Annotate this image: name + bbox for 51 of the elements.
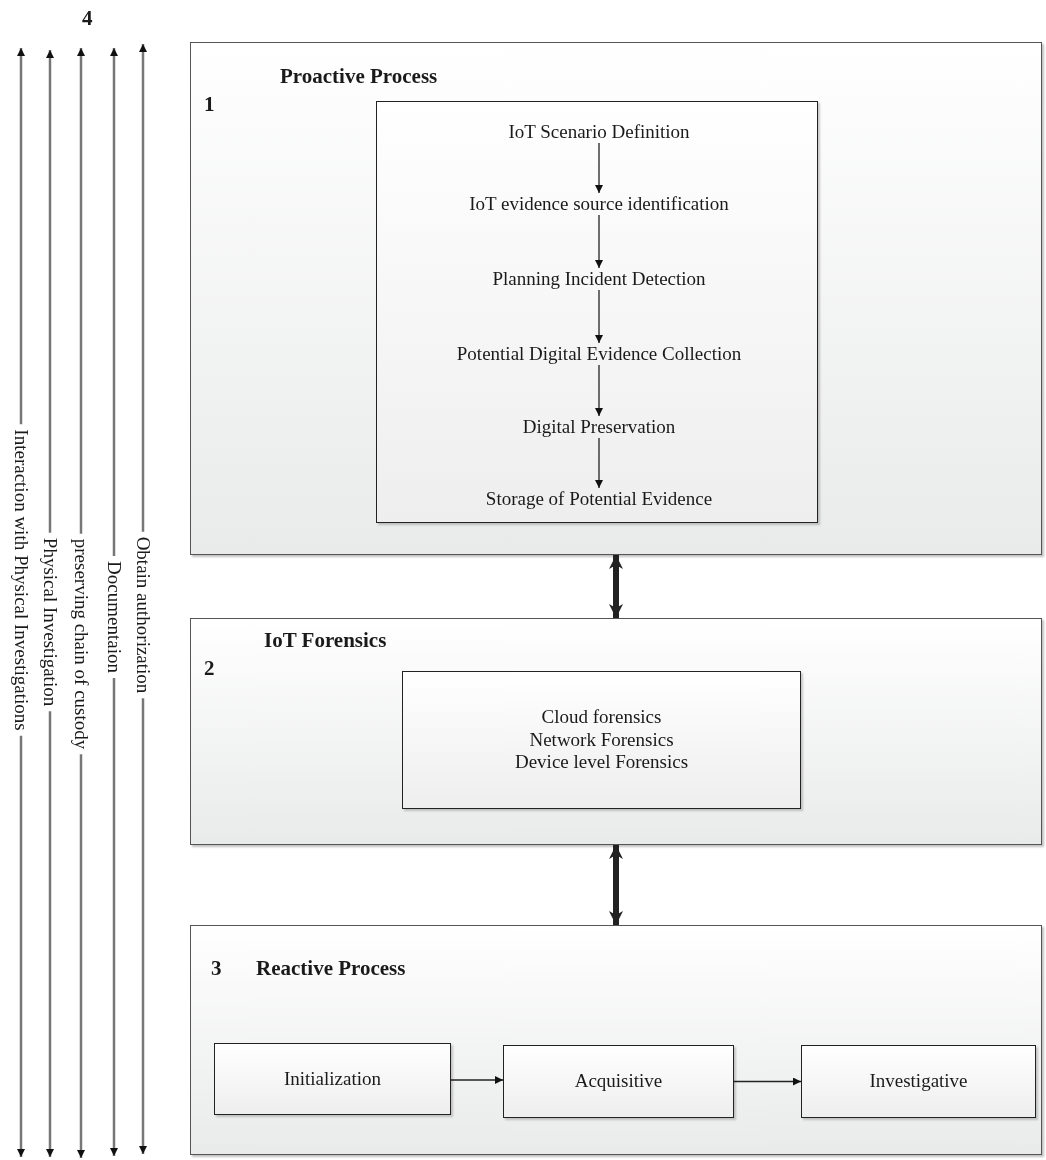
panel-heading: 3 — [211, 957, 222, 981]
step-label: IoT evidence source identification — [469, 193, 729, 215]
step-label: Potential Digital Evidence Collection — [456, 343, 742, 365]
arrow — [595, 142, 603, 194]
box-label: Acquisitive — [574, 1070, 663, 1093]
arrow — [17, 48, 25, 425]
arrow — [139, 44, 147, 532]
box-label: Cloud forensics — [541, 705, 662, 729]
group-number: 4 — [82, 6, 93, 31]
process-panel — [190, 618, 1042, 845]
panel-number: 1 — [204, 93, 215, 117]
box-label: Investigative — [869, 1070, 968, 1093]
process-box — [801, 1045, 1036, 1118]
arrow — [595, 289, 603, 344]
panel-heading: IoT Forensics — [264, 629, 387, 653]
process-panel — [190, 42, 1042, 555]
arrow — [595, 214, 603, 269]
arrow — [110, 677, 118, 1156]
arrow — [77, 48, 85, 534]
phase-label: Obtain authorization — [132, 536, 154, 694]
arrow — [595, 364, 603, 417]
arrow — [17, 735, 25, 1157]
box-label: Device level Forensics — [514, 751, 689, 775]
double-arrow — [609, 555, 623, 618]
step-label: Storage of Potential Evidence — [485, 488, 713, 510]
step-label: IoT Scenario Definition — [508, 121, 690, 143]
arrow — [139, 698, 147, 1154]
panel-number: Reactive Process — [256, 957, 406, 981]
arrow — [450, 1076, 504, 1084]
arrow — [46, 50, 54, 533]
phase-label: Physical Investigation — [39, 537, 61, 707]
phase-label: Documentaion — [103, 561, 125, 673]
process-box — [402, 671, 801, 809]
box-label: Initialization — [283, 1067, 382, 1091]
arrow — [110, 48, 118, 557]
box-label: Network Forensics — [529, 728, 674, 752]
step-label: Digital Preservation — [522, 416, 676, 438]
process-box — [214, 1043, 451, 1115]
arrow — [77, 754, 85, 1158]
double-arrow — [609, 845, 623, 925]
panel-number: 2 — [204, 657, 215, 681]
arrow — [733, 1077, 802, 1086]
process-panel — [190, 925, 1042, 1155]
process-box — [503, 1045, 734, 1118]
panel-heading: Proactive Process — [280, 65, 438, 89]
arrow — [595, 437, 603, 489]
phase-label: Interaction with Physical Investigations — [10, 429, 32, 731]
step-label: Planning Incident Detection — [492, 268, 706, 290]
outline-box — [376, 101, 818, 523]
phase-label: preserving chain of custody — [70, 538, 92, 750]
arrow — [46, 711, 54, 1157]
